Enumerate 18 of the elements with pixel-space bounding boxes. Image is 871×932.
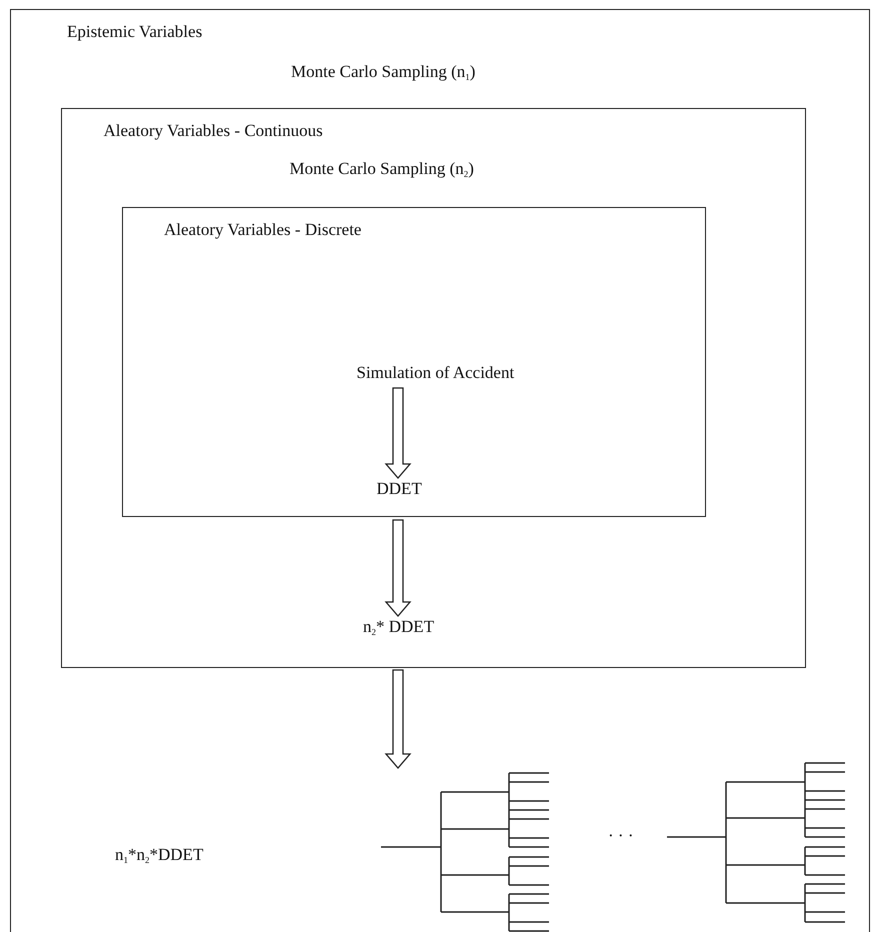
frame-subheading: Monte Carlo Sampling (n$_{1}$): [291, 62, 476, 84]
hollow-arrow: [384, 387, 412, 479]
frame-heading: Epistemic Variables: [67, 22, 202, 42]
group-frame: [10, 9, 870, 932]
frame-subheading: Monte Carlo Sampling (n$_{2}$): [290, 158, 474, 180]
frame-heading: Aleatory Variables - Discrete: [164, 220, 362, 240]
event-tree-drawing: [380, 770, 550, 932]
note-text: n$_{1}$*n$_{2}$*DDET: [115, 845, 204, 867]
step-text: n$_{2}$* DDET: [363, 617, 434, 642]
hollow-arrow: [384, 669, 412, 769]
step-text: DDET: [376, 478, 422, 498]
group-frame: [122, 207, 706, 517]
hollow-arrow: [384, 519, 412, 617]
event-tree-drawing: [666, 760, 846, 922]
ellipsis-text: · · ·: [608, 826, 634, 846]
step-text: Simulation of Accident: [356, 362, 514, 382]
group-frame: [60, 108, 806, 668]
frame-heading: Aleatory Variables - Continuous: [104, 120, 323, 140]
